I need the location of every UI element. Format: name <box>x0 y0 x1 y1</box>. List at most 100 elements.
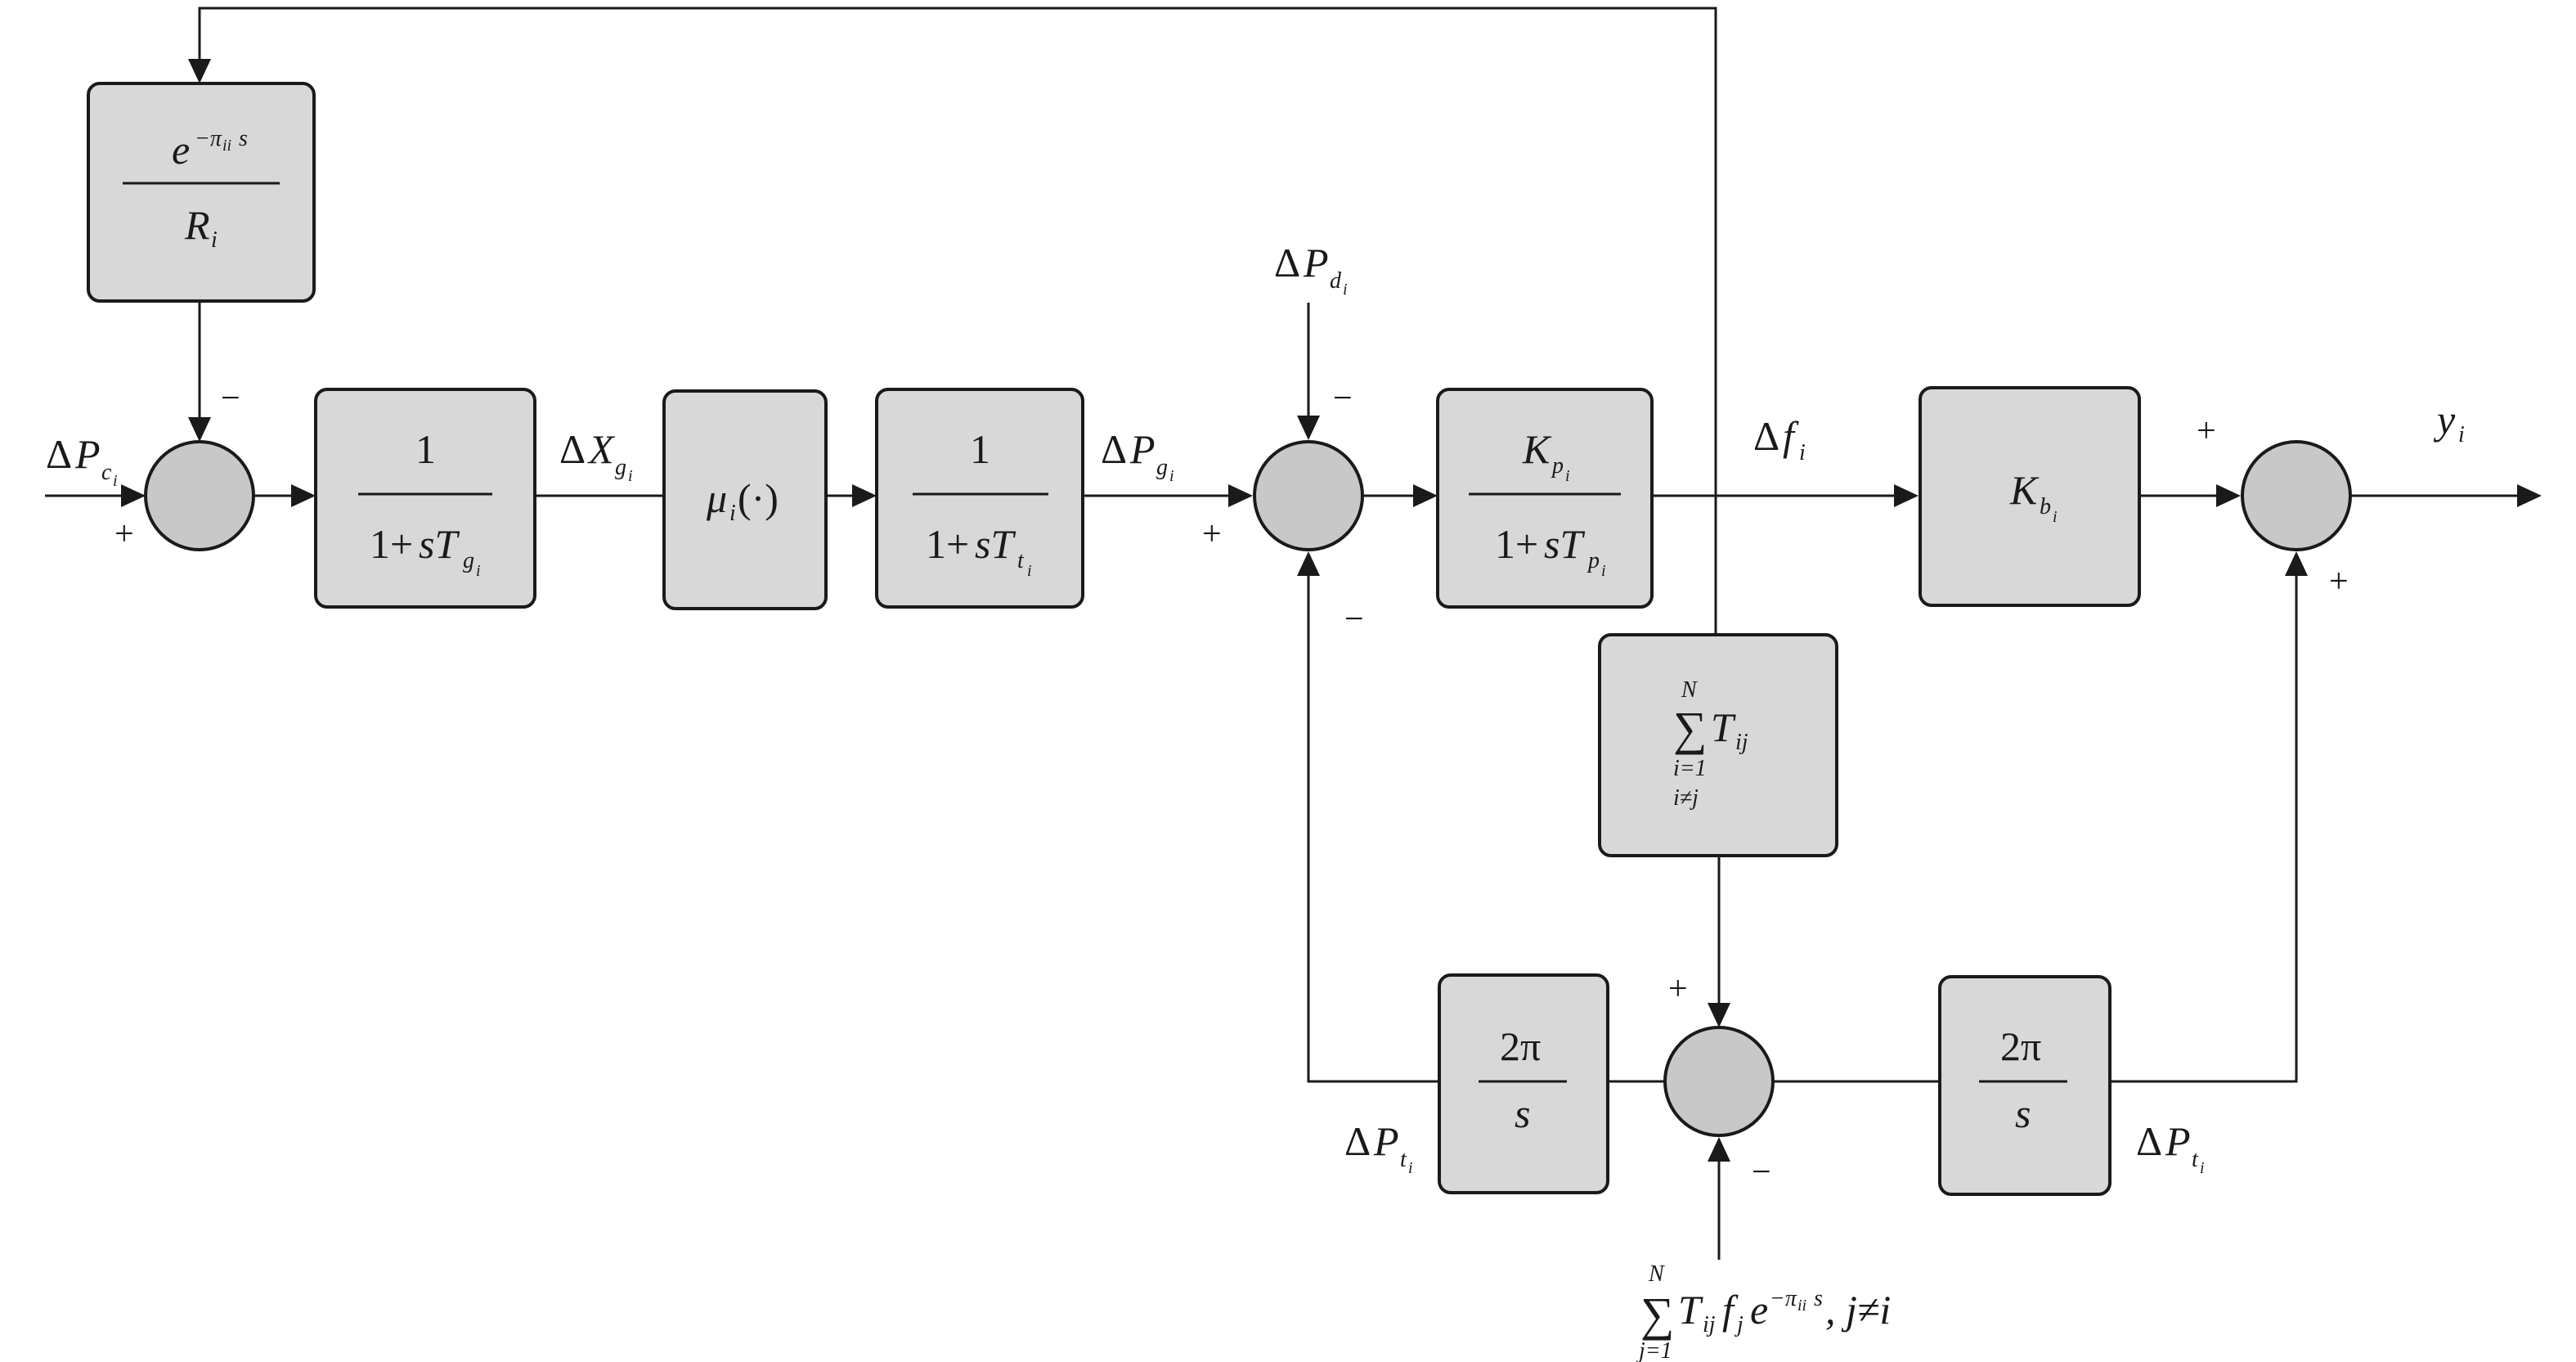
sum2-top-sign: − <box>1333 380 1353 417</box>
svg-text:f: f <box>1722 1287 1739 1333</box>
svg-text:f: f <box>1783 413 1799 459</box>
svg-text:i: i <box>628 467 633 485</box>
svg-text:i: i <box>1343 281 1348 299</box>
svg-text:g: g <box>615 455 626 480</box>
sum3-bottom-sign: + <box>2329 563 2349 600</box>
arrow-into-sum2-left <box>1228 484 1253 507</box>
nonlinearity-arg: (·) <box>738 475 779 521</box>
sum2-bottom-sign: − <box>1344 600 1364 638</box>
sum1-left-sign: + <box>114 515 134 553</box>
delay-num-base: e <box>172 127 190 173</box>
power-system-den-sub: p <box>1586 548 1600 573</box>
svg-text:Δ: Δ <box>1344 1118 1371 1164</box>
wire-integrator-left-to-sum2 <box>1307 558 1439 1083</box>
svg-text:j: j <box>1735 1312 1744 1337</box>
wire-integrator-right-to-sum3 <box>2110 558 2298 1083</box>
delay-den: R <box>184 202 210 248</box>
tie-sum-sigma: ∑ <box>1673 702 1707 755</box>
arrow-into-sum3-bottom <box>2285 551 2308 576</box>
tie-sum-term-sub: ij <box>1735 730 1748 755</box>
summing-junction-2 <box>1253 440 1364 551</box>
power-system-den-a: 1+ <box>1495 521 1538 567</box>
svg-text:Δ: Δ <box>1274 240 1300 285</box>
sum1-top-sign: − <box>221 380 240 417</box>
label-dXg: Δ X g i <box>559 426 633 485</box>
svg-text:i: i <box>1169 467 1174 485</box>
svg-text:y: y <box>2433 397 2456 443</box>
turbine-den-a: 1+ <box>926 521 969 567</box>
arrow-into-sum1-left <box>121 484 146 507</box>
svg-text:ij: ij <box>1703 1312 1716 1337</box>
delay-den-sub: i <box>211 227 218 253</box>
svg-text:X: X <box>587 426 616 472</box>
svg-text:i: i <box>2458 422 2465 447</box>
arrow-into-sum4-bottom <box>1708 1137 1730 1162</box>
label-dPc: Δ P c i <box>46 431 118 490</box>
label-dPg: Δ P g i <box>1101 426 1174 485</box>
integrator-left-num: 2π <box>1500 1023 1541 1069</box>
tie-sum-lower2: i≠j <box>1673 785 1699 811</box>
svg-text:∑: ∑ <box>1640 1288 1674 1341</box>
svg-text:P: P <box>2165 1118 2191 1164</box>
tie-sum-lower1: i=1 <box>1673 756 1707 781</box>
summing-junction-1 <box>144 440 255 551</box>
label-dPd: Δ P d i <box>1274 240 1348 299</box>
bias-subsub: i <box>2053 508 2058 526</box>
summing-junction-3 <box>2241 440 2352 551</box>
arrow-into-governor <box>291 484 316 507</box>
tie-sum-term: T <box>1711 704 1736 750</box>
svg-text:P: P <box>1303 240 1329 285</box>
sum2-left-sign: + <box>1202 515 1222 553</box>
governor-den-a: 1+ <box>370 521 413 567</box>
svg-text:P: P <box>1373 1118 1399 1164</box>
svg-text:c: c <box>101 460 112 485</box>
svg-text:Δ: Δ <box>1101 426 1127 472</box>
nonlinearity-sub: i <box>729 501 736 526</box>
governor-den-b: sT <box>419 521 460 567</box>
tie-sum-upper: N <box>1681 677 1698 703</box>
label-y: y i <box>2433 397 2465 447</box>
wire-top-feedback <box>198 7 1717 635</box>
svg-text:t: t <box>1400 1147 1407 1172</box>
svg-text:Δ: Δ <box>1753 413 1779 459</box>
svg-text:e: e <box>1750 1287 1768 1333</box>
power-system-den-b: sT <box>1544 521 1585 567</box>
svg-text:−π: −π <box>1770 1286 1797 1311</box>
power-system-den-subsub: i <box>1601 562 1606 580</box>
sum4-bottom-sign: − <box>1752 1153 1771 1191</box>
turbine-num: 1 <box>970 426 990 472</box>
arrow-into-sum1-top <box>188 417 211 442</box>
power-system-num-subsub: i <box>1565 467 1570 485</box>
svg-text:i: i <box>2200 1159 2205 1177</box>
integrator-right-block: 2π s <box>1938 975 2112 1196</box>
bias-sub: b <box>2040 494 2051 519</box>
tie-sum-block: N ∑ T ij i=1 i≠j <box>1598 633 1838 857</box>
nonlinearity-block: μ i (·) <box>662 389 828 610</box>
turbine-den-b: sT <box>975 521 1016 567</box>
bias-k: K <box>2009 467 2040 513</box>
power-system-num: K <box>1522 426 1552 472</box>
svg-text:T: T <box>1678 1287 1703 1333</box>
governor-num: 1 <box>415 426 436 472</box>
integrator-left-block: 2π s <box>1438 973 1609 1194</box>
turbine-den-subsub: i <box>1027 562 1032 580</box>
delay-num-exp: −π <box>195 126 222 151</box>
turbine-den-sub: t <box>1017 548 1025 573</box>
arrow-into-sum3-left <box>2216 484 2241 507</box>
arrow-into-sum2-top <box>1297 416 1320 440</box>
sum4-top-sign: + <box>1668 970 1688 1008</box>
arrow-into-sum2-bottom <box>1297 551 1320 576</box>
arrow-into-delay-block <box>188 59 211 83</box>
arrow-output <box>2517 484 2542 507</box>
delay-feedback-block: e −π ii s R i <box>87 82 316 303</box>
governor-block: 1 1+ sT g i <box>314 388 536 609</box>
power-system-block: K p i 1+ sT p i <box>1436 388 1654 609</box>
integrator-right-num: 2π <box>2000 1023 2041 1069</box>
arrow-into-power-system <box>1413 484 1438 507</box>
bias-block: K b i <box>1919 386 2141 607</box>
svg-text:P: P <box>74 431 101 477</box>
delay-num-exp-sub: ii <box>222 137 231 155</box>
label-external-tie-input: N ∑ j=1 T ij f j e −π ii s , j≠i <box>1636 1261 1891 1362</box>
svg-text:s: s <box>1814 1286 1823 1311</box>
